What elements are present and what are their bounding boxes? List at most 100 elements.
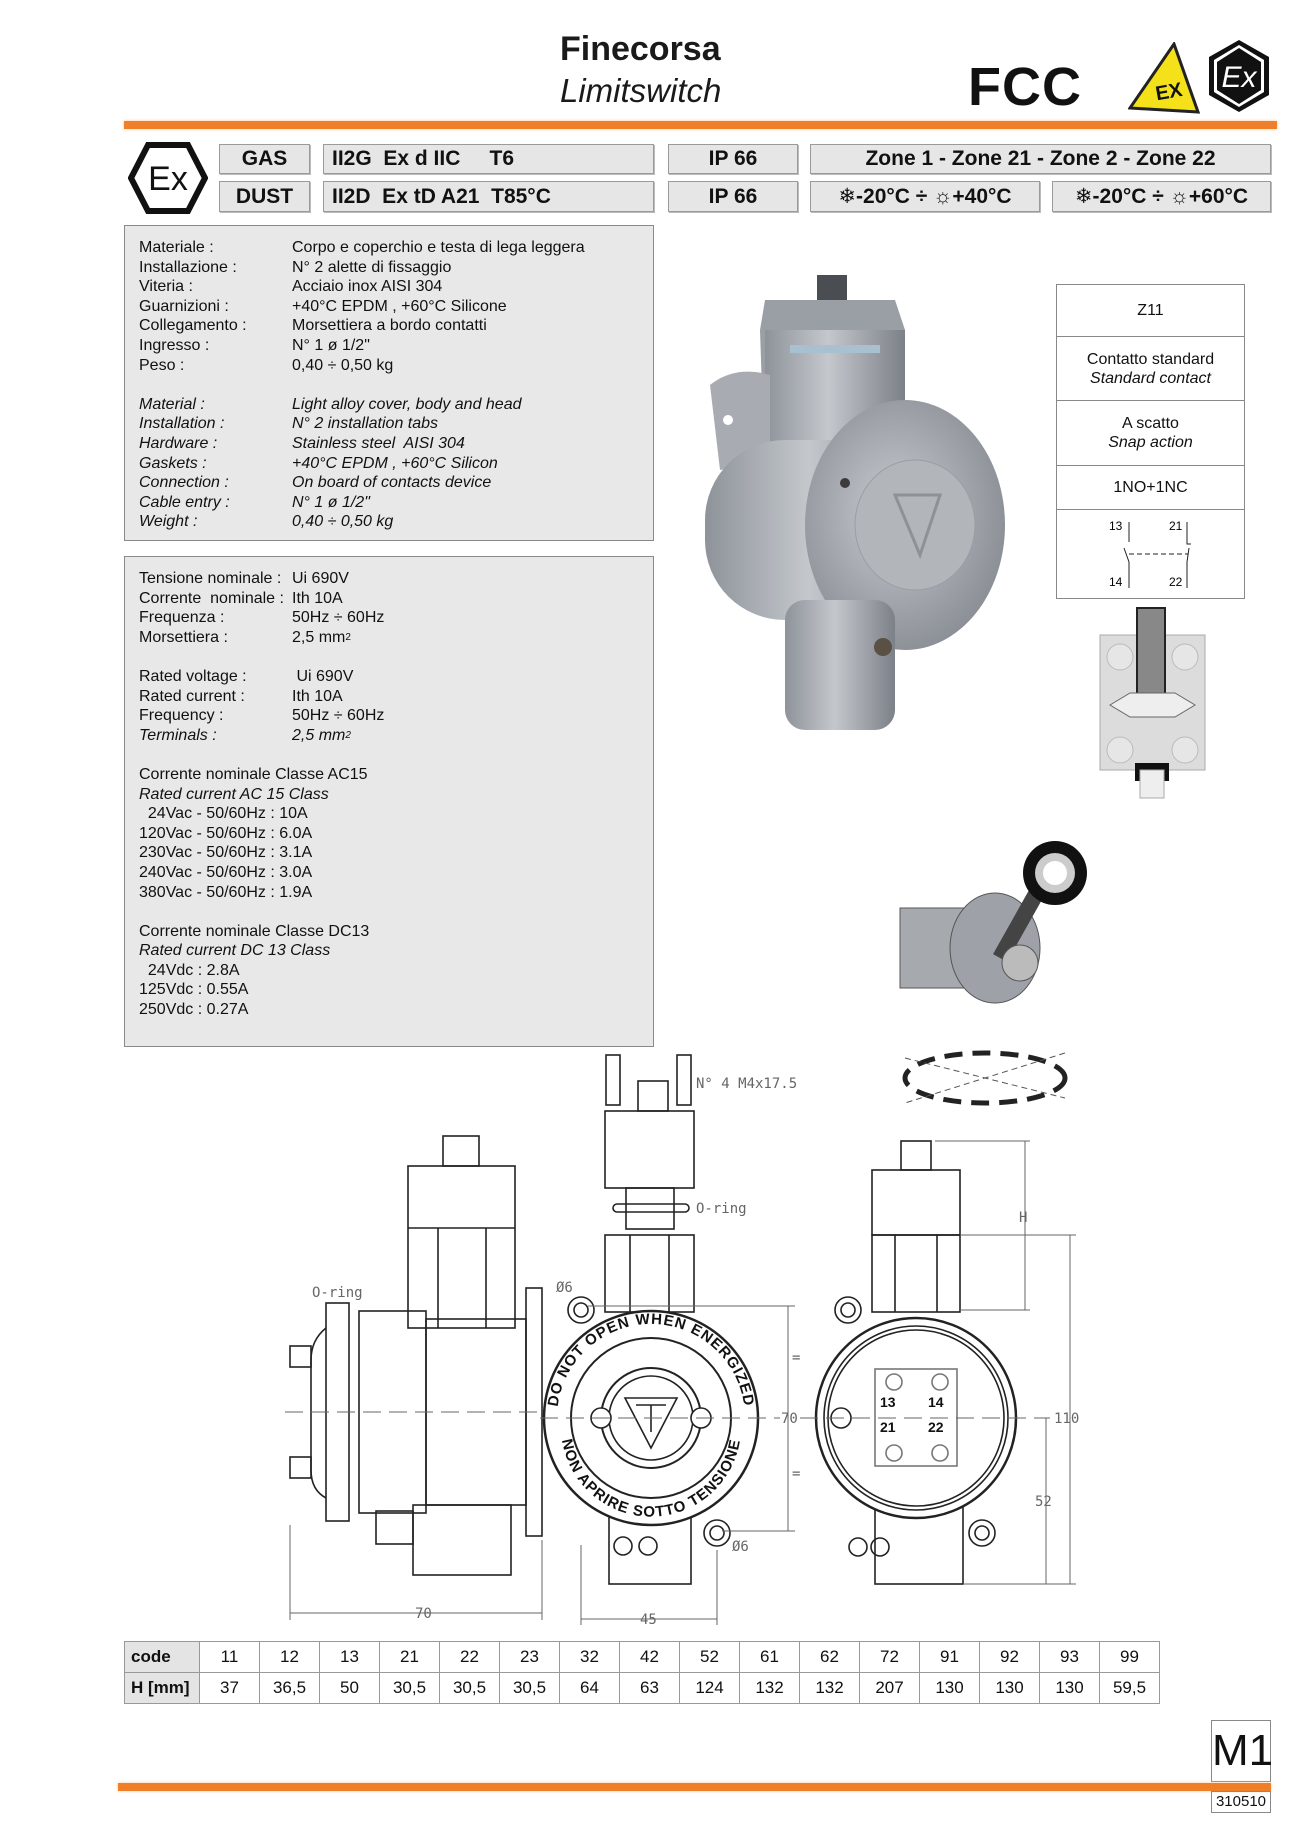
svg-text:Ex: Ex [148,160,188,198]
section-badge: M1 [1211,1720,1273,1782]
height-cell: 59,5 [1099,1672,1160,1704]
terminal-13-label: 13 [880,1394,896,1410]
code-cell: 22 [439,1641,500,1673]
spec-label: Viteria : [139,278,193,296]
gas-label: GAS [219,144,310,174]
spec-value: 2,5 mm [292,726,346,744]
temp-max: +40°C [952,184,1012,208]
mechanical-specs-box: Materiale : Corpo e coperchio e testa di … [124,225,654,541]
rating-row: 380Vac - 50/60Hz : 1.9A [139,883,313,901]
contact-block-image [1099,607,1206,799]
gas-marking: II2G Ex d IIC T6 [323,144,654,174]
superscript: 2 [345,729,351,741]
spec-value: 0,40 ÷ 0,50 kg [292,513,394,531]
spec-label: Rated current : [139,687,245,705]
svg-text:EX: EX [1154,79,1185,105]
side-view-drawing: 70 O-ring [285,1135,560,1622]
code-cell: 92 [979,1641,1040,1673]
rating-row: 24Vac - 50/60Hz : 10A [139,805,308,823]
page-subtitle: Limitswitch [560,72,722,109]
contact-schematic: 13 14 21 22 [1057,510,1244,598]
code-cell: 11 [199,1641,260,1673]
spec-row: Guarnizioni : +40°C EPDM , +60°C Silicone [139,297,653,317]
spec-label: Gaskets : [139,454,207,472]
atex-hexagon-logo-icon: Ex [1209,40,1269,112]
open-view-drawing: 13 14 21 22 H 110 52 [800,1140,1079,1585]
spec-label: Materiale : [139,239,214,256]
dim-h: H [1019,1210,1027,1226]
spec-row: Peso :0,40 ÷ 0,50 kg [139,356,653,376]
code-cell: 91 [919,1641,980,1673]
temp-range-epdm: ❄-20°C ÷ ☼+40°C [810,181,1040,212]
product-code: FCC [968,57,1082,117]
roller-lever-image [899,841,1087,1106]
spec-value: +40°C EPDM , +60°C Silicone [292,297,507,315]
spec-label: Collegamento : [139,317,247,335]
h-header: H [mm] [124,1672,200,1704]
ex-warning-triangle-icon: EX [1128,42,1200,114]
spec-value: Ith 10A [292,687,343,705]
spec-value: 50Hz ÷ 60Hz [292,707,385,725]
code-cell: 62 [799,1641,860,1673]
hole-label-bottom: Ø6 [732,1539,749,1555]
dc13-title-en: Rated current DC 13 Class [139,942,331,960]
spec-value: 2,5 mm [292,628,346,646]
contact-model: Z11 [1057,285,1244,337]
rating-row: 24Vdc : 2.8A [139,961,240,979]
spec-value: Ui 690V [292,667,354,685]
sun-icon: ☼ [933,184,953,208]
spec-row: Collegamento :Morsettiera a bordo contat… [139,316,653,336]
spec-label: Connection : [139,474,229,492]
code-cell: 52 [679,1641,740,1673]
screws-label: N° 4 M4x17.5 [696,1076,797,1092]
spec-label: Weight : [139,513,198,531]
spec-value: N° 2 alette di fissaggio [292,258,452,276]
height-cell: 130 [919,1672,980,1704]
terminal-21: 21 [1169,519,1183,533]
product-photo [705,275,1005,730]
snowflake-icon: ❄ [838,185,857,208]
height-cell: 132 [799,1672,860,1704]
height-cell: 36,5 [259,1672,320,1704]
spec-row: Connection :On board of contacts device [139,473,653,493]
code-cell: 12 [259,1641,320,1673]
spec-row: Gaskets :+40°C EPDM , +60°C Silicon [139,454,653,474]
temp-range-silicone: ❄-20°C ÷ ☼+60°C [1052,181,1271,212]
ex-certification-logo-icon: Ex [128,142,208,214]
code-cell: 93 [1039,1641,1100,1673]
spec-label: Tensione nominale : [139,570,282,587]
spec-row: Viteria :Acciaio inox AISI 304 [139,277,653,297]
spec-label: Cable entry : [139,493,230,511]
code-header: code [124,1641,200,1673]
height-cell: 132 [739,1672,800,1704]
spec-row: Cable entry :N° 1 ø 1/2" [139,493,653,513]
spec-row: Frequenza :50Hz ÷ 60Hz [139,608,653,628]
spec-row: Frequency :50Hz ÷ 60Hz [139,706,653,726]
height-cell: 30,5 [499,1672,560,1704]
spec-value: N° 1 ø 1/2" [292,336,370,354]
spec-row: Materiale : Corpo e coperchio e testa di … [139,238,653,258]
terminal-13: 13 [1109,519,1123,533]
temp-min: -20°C ÷ [1092,184,1164,208]
spec-label: Guarnizioni : [139,297,229,315]
height-cell: 63 [619,1672,680,1704]
height-cell: 30,5 [439,1672,500,1704]
spec-value: Corpo e coperchio e testa di lega legger… [292,239,585,256]
ac15-title-it: Corrente nominale Classe AC15 [139,765,368,783]
height-cell: 37 [199,1672,260,1704]
code-cell: 13 [319,1641,380,1673]
spec-value: Stainless steel AISI 304 [292,434,465,452]
ac15-title-en: Rated current AC 15 Class [139,785,329,803]
dim-equal-top: = [792,1350,800,1366]
spec-row: Weight : 0,40 ÷ 0,50 kg [139,512,653,532]
spec-label: Installation : [139,415,225,433]
oring-label-side: O-ring [312,1285,363,1301]
code-cell: 42 [619,1641,680,1673]
spec-row: Ingresso :N° 1 ø 1/2" [139,336,653,356]
sun-icon: ☼ [1169,184,1189,208]
terminal-22: 22 [1169,575,1183,589]
code-cell: 99 [1099,1641,1160,1673]
